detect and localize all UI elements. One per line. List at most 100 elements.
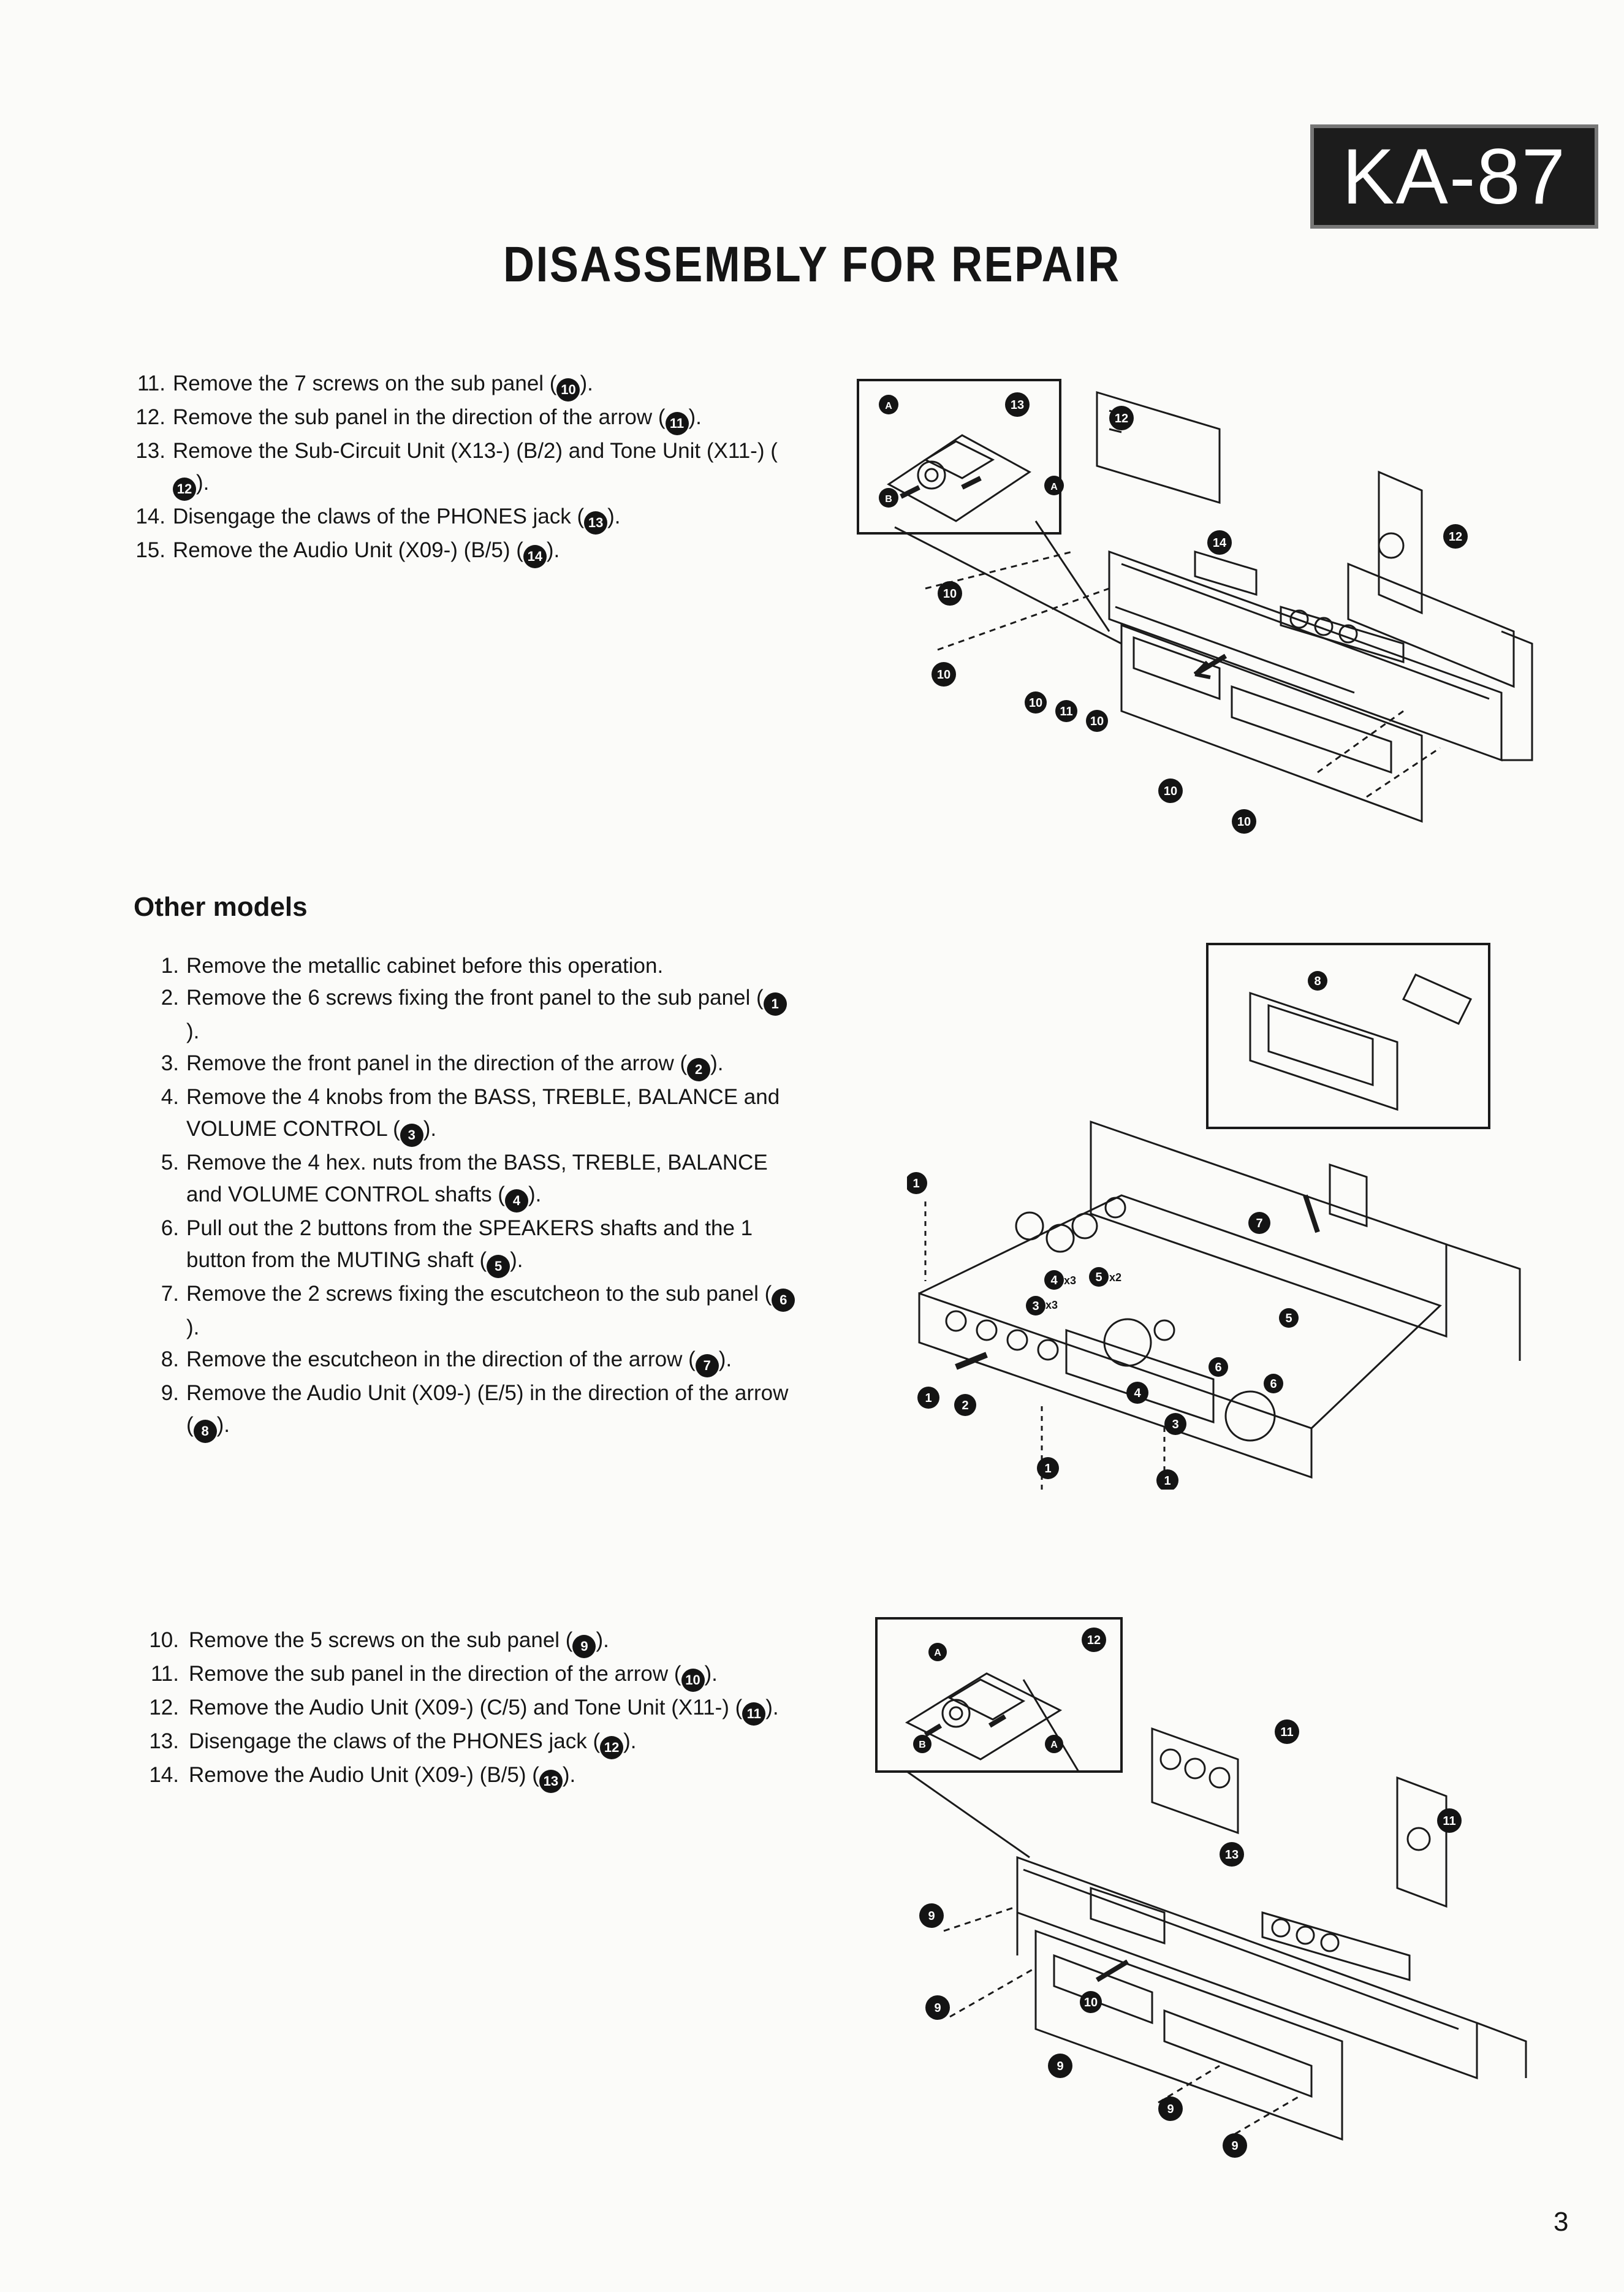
diagram2-label: 8 <box>1314 975 1321 988</box>
step-text-body: Remove the metallic cabinet before this … <box>186 954 664 978</box>
step-item: 13.Disengage the claws of the PHONES jac… <box>136 1726 810 1759</box>
step-number: 12. <box>135 405 165 429</box>
steps-list-a: 11.Remove the 7 screws on the sub panel … <box>123 368 797 568</box>
step-item: 12. Remove the Audio Unit (X09-) (C/5) an… <box>136 1692 810 1726</box>
step-text-end: ). <box>596 1628 609 1652</box>
step-number: 14. <box>149 1763 179 1787</box>
diagram1-label: 10 <box>1029 696 1042 710</box>
step-number: 8. <box>161 1347 179 1371</box>
step-text-end: ). <box>510 1248 523 1272</box>
diagram1-label: A <box>1050 482 1058 492</box>
diagram2-label: 6 <box>1215 1361 1221 1374</box>
page-title: DISASSEMBLY FOR REPAIR <box>503 237 1121 292</box>
diagram2-label: 3 <box>1032 1300 1039 1313</box>
diagram3-label: 9 <box>928 1909 935 1923</box>
step-text-end: ). <box>623 1729 637 1753</box>
diagram3-label: 13 <box>1225 1848 1239 1862</box>
diagram2-label: 4 <box>1050 1274 1058 1287</box>
diagram3-label: A <box>934 1648 941 1658</box>
diagram3-label: 9 <box>1231 2139 1238 2153</box>
step-text: Remove the 7 screws on the sub panel (10… <box>173 368 797 402</box>
step-text: Remove the front panel in the direction … <box>186 1048 798 1081</box>
step-item: 7.Remove the 2 screws fixing the escutch… <box>136 1278 798 1344</box>
step-number: 14. <box>135 504 165 528</box>
step-text-end: ). <box>607 504 621 528</box>
diagram2-multiplier: x2 <box>1109 1271 1121 1284</box>
diagram2-label: 5 <box>1095 1271 1102 1284</box>
diagram1-label: 12 <box>1449 530 1462 544</box>
step-text: Pull out the 2 buttons from the SPEAKERS… <box>186 1213 798 1278</box>
diagram2-label: 2 <box>962 1399 968 1412</box>
step-text-end: ). <box>423 1117 437 1141</box>
step-reference-badge: 4 <box>504 1189 528 1213</box>
step-text-body: Remove the Sub-Circuit Unit (X13-) (B/2)… <box>173 439 778 463</box>
step-text-body: Remove the front panel in the direction … <box>186 1051 688 1075</box>
step-text-body: Remove the sub panel in the direction of… <box>189 1662 681 1686</box>
step-reference-badge: 13 <box>584 511 608 535</box>
step-item: 5. Remove the 4 hex. nuts from the BASS, … <box>136 1147 798 1213</box>
step-number: 6. <box>161 1216 179 1240</box>
page-number: 3 <box>1554 2207 1569 2237</box>
step-text-end: ). <box>718 1347 732 1371</box>
step-text-end: ). <box>186 1019 200 1043</box>
step-item: 14.Remove the Audio Unit (X09-) (B/5) (1… <box>136 1759 810 1793</box>
step-reference-badge: 10 <box>556 378 580 402</box>
step-text-end: ). <box>186 1315 200 1339</box>
diagram2-label: 4 <box>1134 1387 1141 1400</box>
step-text: Remove the 4 hex. nuts from the BASS, TR… <box>186 1147 798 1213</box>
step-text: Remove the Audio Unit (X09-) (E/5) in th… <box>186 1377 798 1443</box>
step-reference-badge: 5 <box>487 1255 510 1278</box>
step-text-end: ). <box>562 1763 576 1787</box>
step-text-body: Remove the sub panel in the direction of… <box>173 405 666 429</box>
step-number: 5. <box>161 1151 179 1175</box>
diagram2-label: 1 <box>1044 1462 1051 1475</box>
step-reference-badge: 1 <box>763 992 787 1016</box>
step-item: 9. Remove the Audio Unit (X09-) (E/5) in … <box>136 1377 798 1443</box>
step-item: 1.Remove the metallic cabinet before thi… <box>136 950 798 982</box>
model-name: KA-87 <box>1342 132 1566 221</box>
step-item: 2. Remove the 6 screws fixing the front p… <box>136 982 798 1048</box>
step-text-end: ). <box>710 1051 724 1075</box>
diagram2-label: 1 <box>1164 1474 1171 1488</box>
step-item: 14. Disengage the claws of the PHONES jac… <box>123 501 797 535</box>
diagram3-label: 9 <box>934 2001 941 2015</box>
step-number: 9. <box>161 1381 179 1405</box>
step-text-body: Disengage the claws of the PHONES jack ( <box>173 504 585 528</box>
step-item: 12. Remove the sub panel in the direction… <box>123 402 797 435</box>
step-reference-badge: 8 <box>193 1420 217 1443</box>
step-text-body: Remove the Audio Unit (X09-) (E/5) in th… <box>186 1381 789 1437</box>
section-heading-other-models: Other models <box>134 892 308 922</box>
step-text-body: Remove the 7 screws on the sub panel ( <box>173 371 557 395</box>
step-text: Remove the escutcheon in the direction o… <box>186 1344 798 1377</box>
step-number: 2. <box>161 986 179 1010</box>
diagram3-label: 9 <box>1167 2103 1174 2116</box>
step-text-end: ). <box>216 1413 230 1437</box>
step-text-body: Remove the 2 screws fixing the escutcheo… <box>186 1282 772 1306</box>
diagram3-label: 9 <box>1057 2060 1063 2073</box>
step-reference-badge: 11 <box>665 412 689 435</box>
step-reference-badge: 10 <box>681 1669 705 1692</box>
step-text: Remove the 4 knobs from the BASS, TREBLE… <box>186 1081 798 1147</box>
step-text: Remove the 2 screws fixing the escutcheo… <box>186 1278 798 1344</box>
step-number: 4. <box>161 1085 179 1109</box>
step-number: 3. <box>161 1051 179 1075</box>
diagram1-label: 14 <box>1213 536 1227 550</box>
step-number: 10. <box>149 1628 179 1652</box>
step-item: 10.Remove the 5 screws on the sub panel … <box>136 1624 810 1658</box>
step-text-body: Remove the 4 hex. nuts from the BASS, TR… <box>186 1151 768 1206</box>
step-text: Remove the Sub-Circuit Unit (X13-) (B/2)… <box>173 435 797 501</box>
step-text: Remove the 6 screws fixing the front pan… <box>186 982 798 1048</box>
step-item: 4. Remove the 4 knobs from the BASS, TREB… <box>136 1081 798 1147</box>
model-badge: KA-87 <box>1310 124 1598 229</box>
step-text-body: Remove the escutcheon in the direction o… <box>186 1347 696 1371</box>
step-text-body: Remove the 6 screws fixing the front pan… <box>186 986 764 1010</box>
step-text: Remove the metallic cabinet before this … <box>186 950 798 982</box>
diagram1-label: 13 <box>1011 398 1024 412</box>
step-reference-badge: 3 <box>400 1124 423 1147</box>
step-text-body: Remove the Audio Unit (X09-) (C/5) and T… <box>189 1696 743 1719</box>
step-number: 12. <box>149 1696 179 1719</box>
diagram2-label: 7 <box>1256 1217 1262 1230</box>
diagram1-label: 10 <box>943 587 957 601</box>
diagram2-multiplier: x3 <box>1064 1274 1076 1287</box>
step-text-end: ). <box>688 405 702 429</box>
